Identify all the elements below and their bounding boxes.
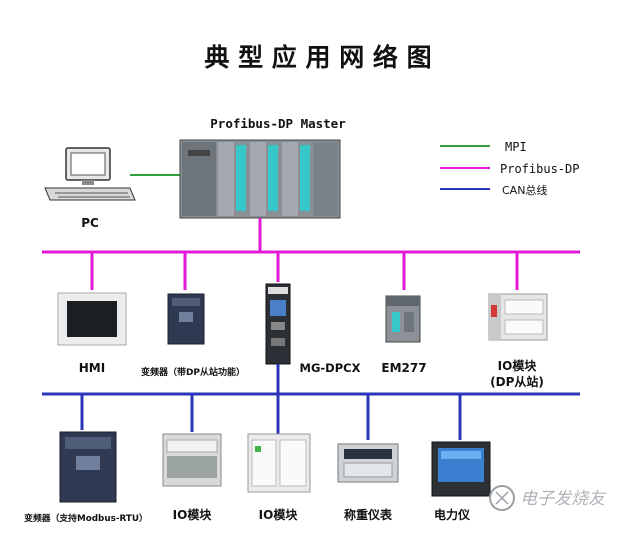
power-meter-icon: [431, 441, 491, 497]
can-device-label-io-2: IO模块: [259, 507, 299, 522]
dp-device-label-io: IO模块: [498, 358, 538, 373]
profibus-drops: [90, 252, 519, 290]
can-device-label-io-1: IO模块: [173, 507, 213, 522]
can-device-label-weighing: 称重仪表: [344, 507, 393, 522]
dp-device-label-hmi: HMI: [79, 361, 105, 375]
legend-can-label: CAN总线: [502, 183, 547, 197]
io-module-icon: [247, 433, 311, 493]
inverter-icon: [167, 293, 205, 345]
io-module-icon: [162, 433, 222, 487]
can-device-label-inverter: 变频器（支持Modbus-RTU）: [24, 512, 148, 524]
pc-label: PC: [81, 216, 99, 230]
legend-mpi-label: MPI: [505, 140, 527, 154]
plc-master-icon: [179, 139, 341, 219]
diagram-title: 典 型 应 用 网 络 图: [204, 43, 431, 72]
legend: MPI Profibus-DP CAN总线: [440, 140, 579, 197]
hmi-panel-icon: [57, 292, 127, 346]
io-module-icon: [488, 293, 548, 341]
em277-module-icon: [385, 295, 421, 343]
dp-device-label-em277: EM277: [381, 361, 426, 375]
can-drops: [80, 364, 462, 440]
weighing-meter-icon: [337, 443, 399, 483]
watermark-text: 电子发烧友: [520, 489, 607, 509]
legend-profibus-label: Profibus-DP: [500, 162, 579, 176]
pc-icon: [44, 147, 136, 201]
master-label: Profibus-DP Master: [210, 116, 346, 131]
gateway-module-icon: [265, 283, 291, 365]
inverter-icon: [59, 431, 117, 503]
watermark: 电子发烧友: [489, 485, 607, 511]
can-device-label-power: 电力仪: [434, 507, 471, 522]
dp-device-label-inverter: 变频器（带DP从站功能）: [141, 366, 245, 378]
dp-device-label-io-sub: (DP从站): [490, 374, 544, 389]
dp-device-label-gateway: MG-DPCX: [300, 361, 361, 375]
